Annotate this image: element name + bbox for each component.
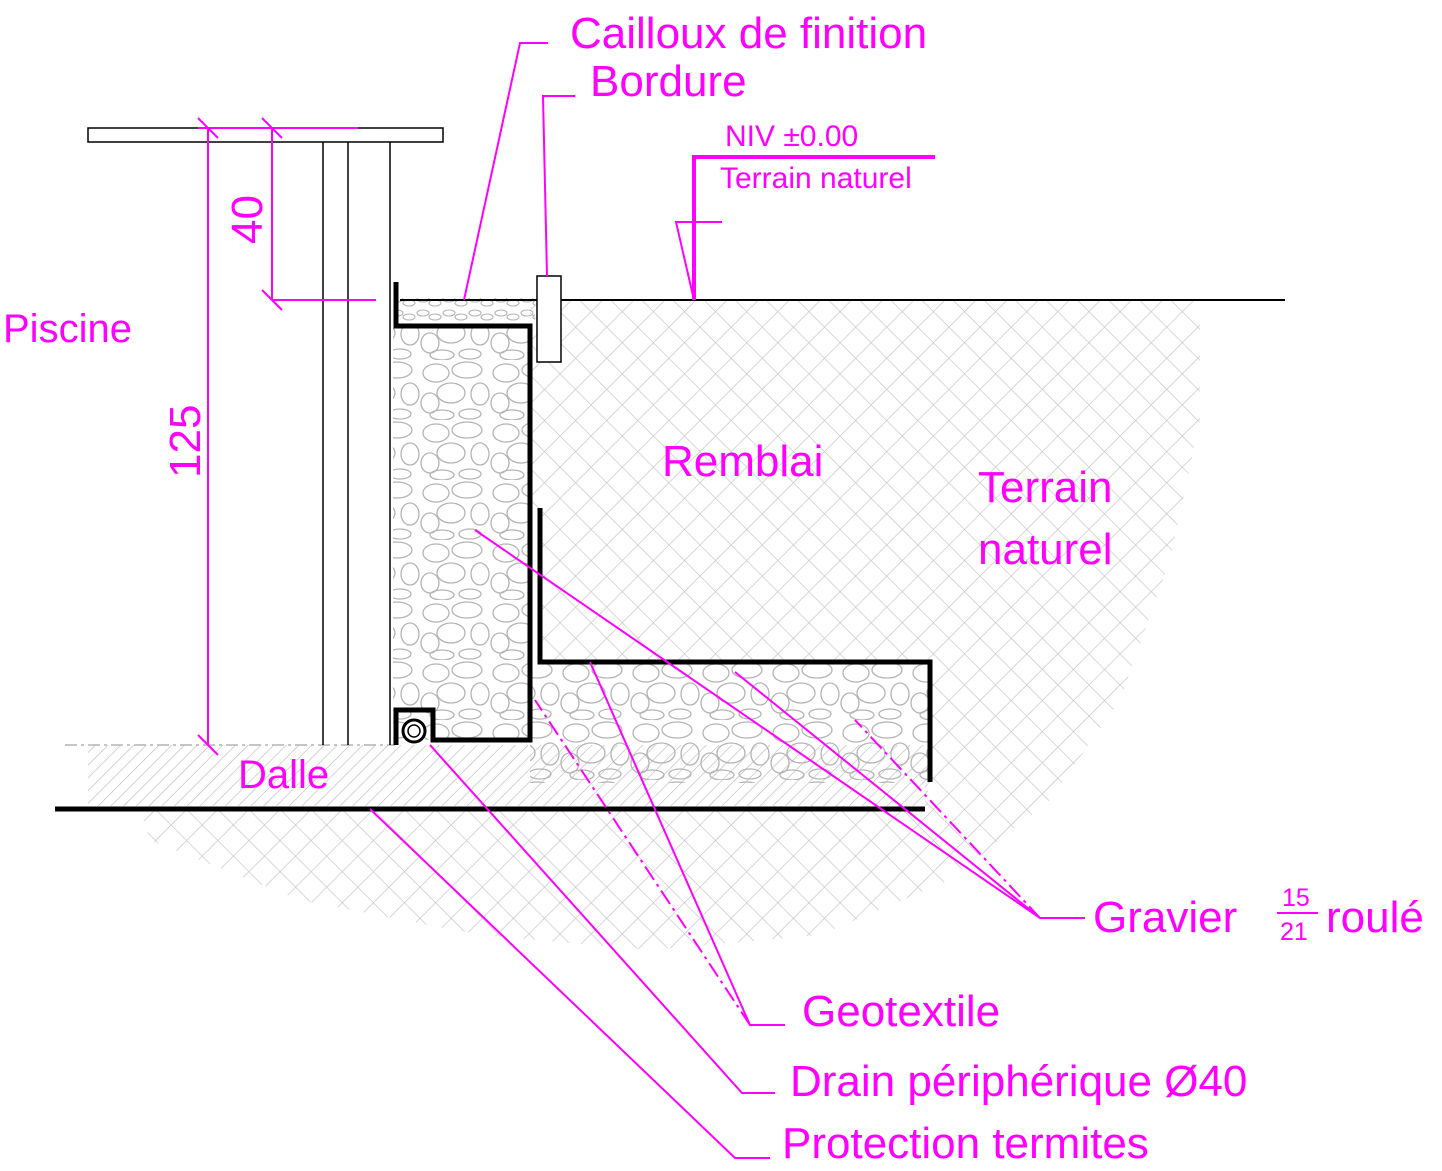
bottom-gravel-fill [530, 663, 928, 783]
label-gravier-suffix: roulé [1326, 893, 1424, 942]
label-terrain-line2: naturel [978, 525, 1113, 574]
label-terrain-line1: Terrain [978, 463, 1113, 512]
label-termites: Protection termites [782, 1119, 1149, 1168]
geotextile-membrane-lower [537, 508, 933, 782]
remblai-hatch [530, 300, 958, 805]
label-geotextile: Geotextile [802, 987, 1000, 1036]
finishing-pebbles-fill [398, 298, 535, 324]
bordure-element [536, 275, 562, 363]
natural-terrain-hatch [140, 300, 1200, 950]
label-dalle: Dalle [238, 753, 329, 797]
label-gravier-prefix: Gravier [1093, 893, 1237, 942]
label-gravier: Gravier 15 21 roulé [1093, 884, 1424, 946]
label-niv: NIV ±0.00 [725, 120, 858, 153]
dimension-125-label: 125 [161, 405, 210, 478]
label-terrain-level: Terrain naturel [720, 162, 912, 195]
label-remblai: Remblai [662, 437, 823, 486]
label-gravier-den: 21 [1280, 918, 1308, 946]
level-marker [674, 155, 935, 301]
vertical-gravel-fill [393, 328, 530, 740]
label-cailloux: Cailloux de finition [570, 9, 927, 58]
label-piscine: Piscine [3, 307, 132, 351]
geotextile-membrane [393, 282, 533, 745]
pool-wall [87, 127, 444, 745]
label-drain: Drain périphérique Ø40 [790, 1057, 1247, 1106]
label-bordure: Bordure [590, 57, 747, 106]
dimension-lines [197, 117, 376, 756]
dimension-40-label: 40 [223, 195, 272, 244]
label-gravier-num: 15 [1282, 884, 1310, 912]
leader-lines [369, 42, 1085, 1159]
drain-pipe [401, 718, 427, 744]
